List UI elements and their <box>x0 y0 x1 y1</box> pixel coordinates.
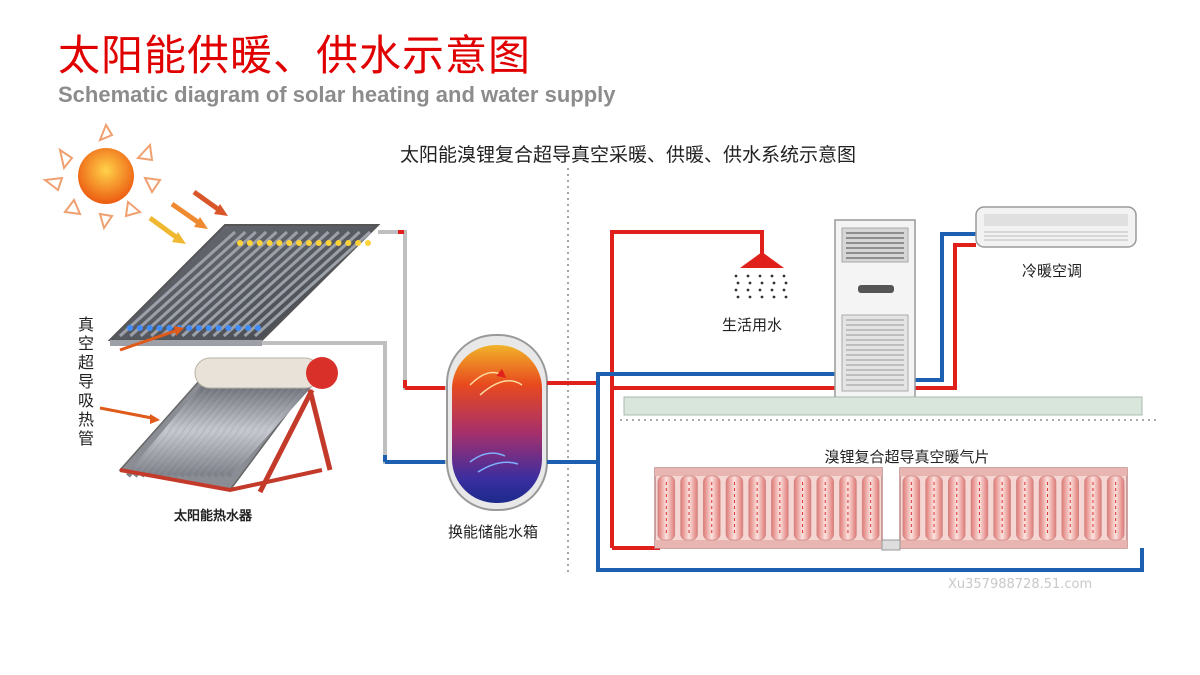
radiator-group <box>654 467 1128 551</box>
solar-water-heater <box>118 357 338 494</box>
wall-air-conditioner <box>975 206 1137 248</box>
floor-air-conditioner <box>834 219 916 399</box>
collector-pipes <box>262 230 447 464</box>
page-subtitle: Schematic diagram of solar heating and w… <box>58 82 616 107</box>
diagram-heading: 太阳能溴锂复合超导真空采暖、供暖、供水系统示意图 <box>400 144 856 166</box>
shower-icon <box>734 252 788 299</box>
sunlight-arrows <box>148 189 228 244</box>
shower-label: 生活用水 <box>722 316 782 334</box>
air-conditioner-label: 冷暖空调 <box>1022 262 1082 280</box>
distribution-pipes <box>547 230 1144 572</box>
page-title: 太阳能供暖、供水示意图 <box>58 31 532 80</box>
watermark: Xu357988728.51.com <box>948 577 1092 592</box>
storage-tank <box>446 334 548 511</box>
collector-vertical-label-text: 真空超导吸热管 <box>78 315 94 448</box>
collector-vertical-label: 真空超导吸热管 <box>78 315 94 448</box>
solar-water-heater-label: 太阳能热水器 <box>173 508 253 524</box>
sun-icon <box>42 122 162 231</box>
storage-tank-label: 换能储能水箱 <box>448 523 538 541</box>
floor-slab <box>620 396 1160 421</box>
radiator-label: 溴锂复合超导真空暖气片 <box>824 448 989 466</box>
vacuum-collector-panel <box>107 224 381 346</box>
pointer-arrows <box>99 326 184 424</box>
